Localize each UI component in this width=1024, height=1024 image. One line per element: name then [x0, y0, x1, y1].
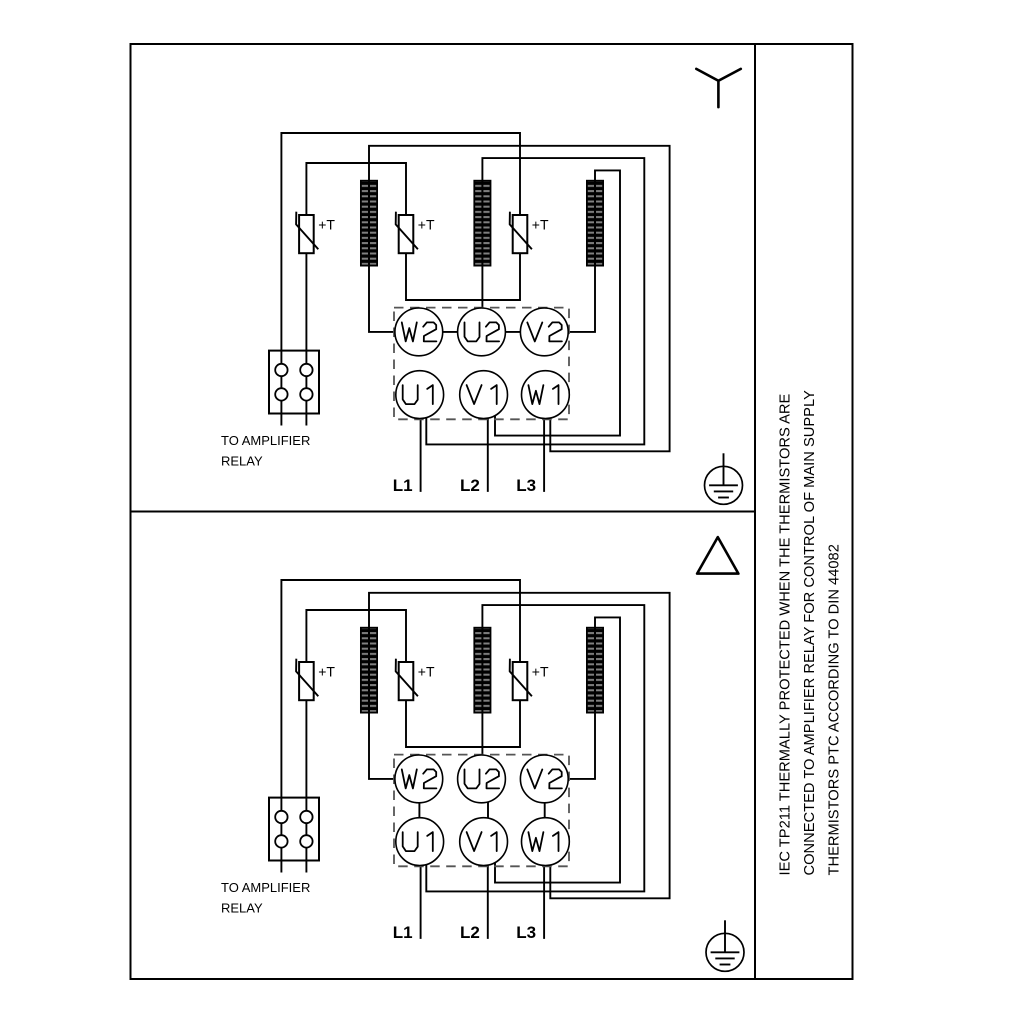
svg-text:+T: +T [318, 217, 335, 233]
svg-text:RELAY: RELAY [221, 453, 263, 468]
svg-text:+T: +T [418, 664, 435, 680]
svg-text:TO AMPLIFIER: TO AMPLIFIER [221, 880, 310, 895]
svg-text:L2: L2 [460, 476, 480, 495]
svg-text:+T: +T [532, 217, 549, 233]
svg-text:RELAY: RELAY [221, 900, 263, 915]
svg-text:L2: L2 [460, 923, 480, 942]
svg-text:+T: +T [318, 664, 335, 680]
svg-text:L1: L1 [393, 476, 413, 495]
svg-text:+T: +T [532, 664, 549, 680]
svg-text:CONNECTED TO AMPLIFIER RELAY F: CONNECTED TO AMPLIFIER RELAY FOR CONTROL… [802, 390, 818, 876]
svg-text:THERMISTORS PTC ACCORDING TO D: THERMISTORS PTC ACCORDING TO DIN 44082 [827, 544, 843, 875]
svg-text:IEC TP211 THERMALLY PROTECTED: IEC TP211 THERMALLY PROTECTED WHEN THE T… [778, 393, 794, 875]
svg-text:TO AMPLIFIER: TO AMPLIFIER [221, 433, 310, 448]
svg-text:L3: L3 [516, 476, 536, 495]
svg-text:+T: +T [418, 217, 435, 233]
svg-text:L1: L1 [393, 923, 413, 942]
svg-text:L3: L3 [516, 923, 536, 942]
